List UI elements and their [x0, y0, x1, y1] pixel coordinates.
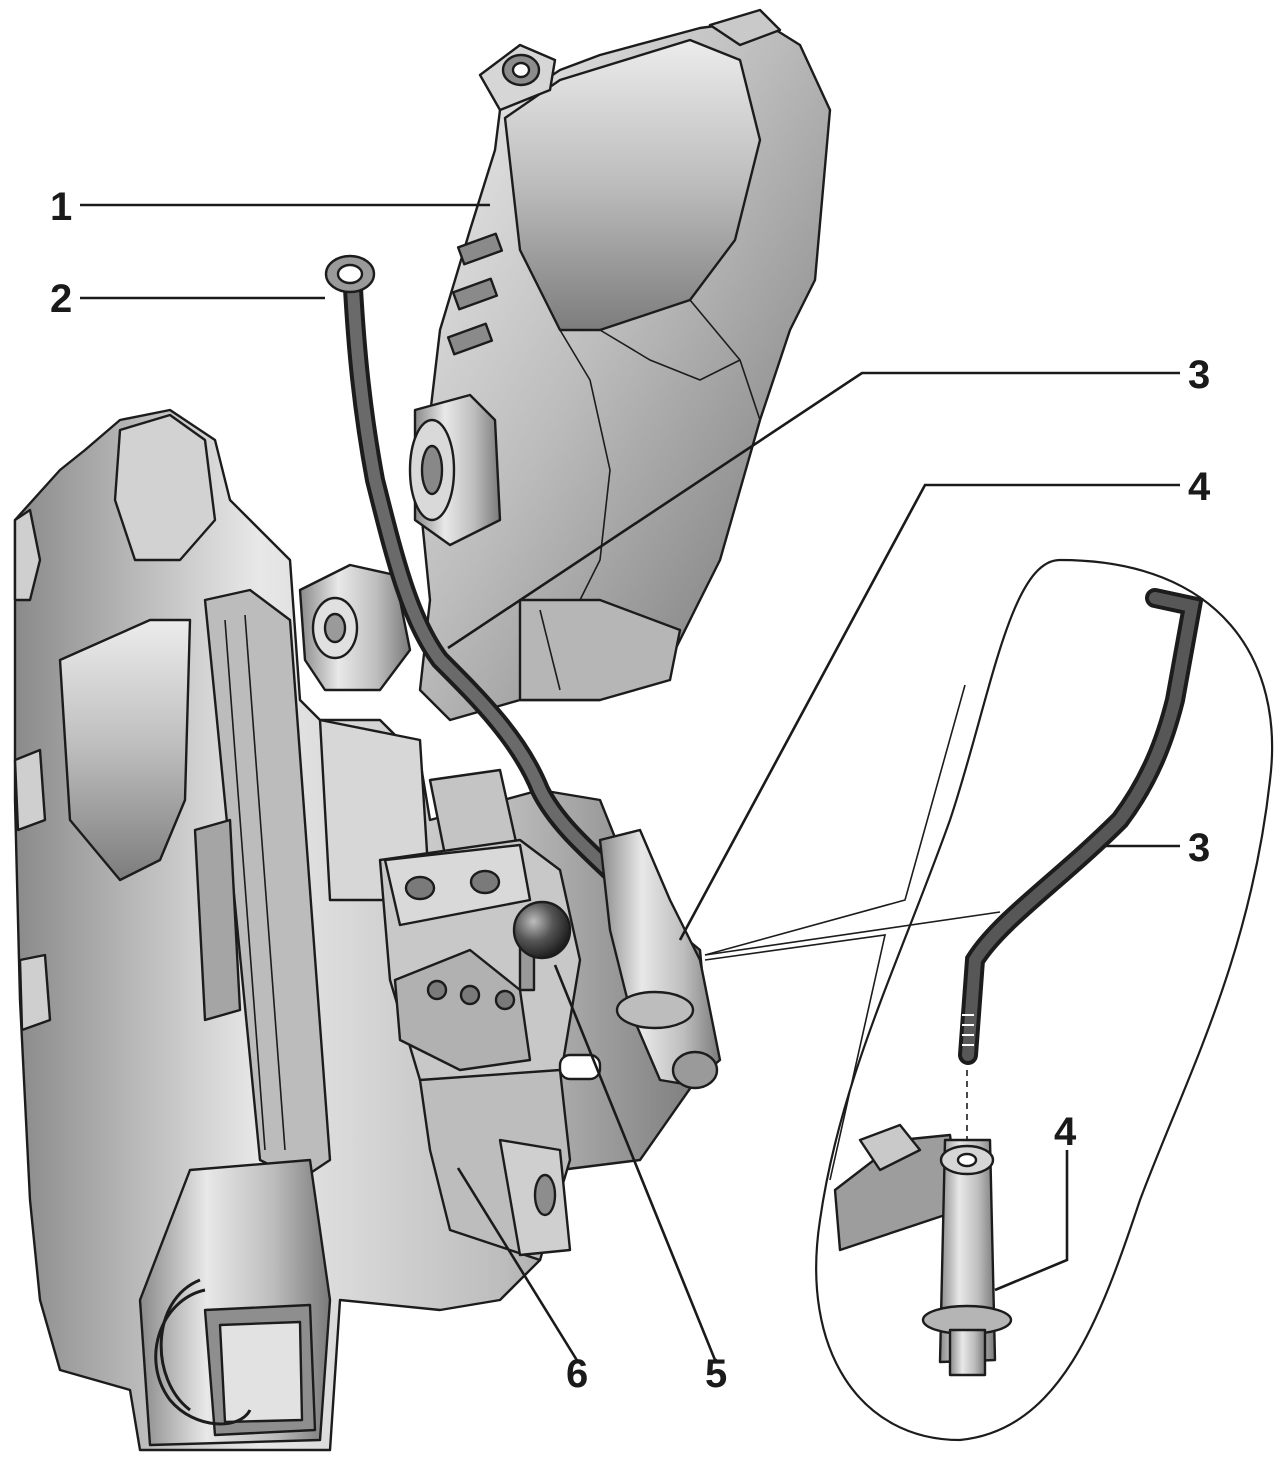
actuator-motor-housing: [408, 8, 832, 722]
callout-4-main: 4: [1188, 465, 1211, 509]
callout-labels: 1 2 3 4 3 4 5 6: [50, 185, 1211, 1396]
callout-5: 5: [705, 1352, 727, 1396]
leader-lines: [80, 203, 1180, 1363]
callout-3-main: 3: [1188, 353, 1210, 397]
callout-6: 6: [566, 1352, 588, 1396]
callout-2: 2: [50, 277, 72, 321]
callout-1: 1: [50, 185, 72, 229]
detail-inset: [815, 558, 1274, 1442]
callout-3-inset: 3: [1188, 826, 1210, 870]
rod-end-socket-main: [598, 828, 722, 1090]
ball-joint: [512, 900, 572, 992]
callout-4-inset: 4: [1054, 1110, 1077, 1154]
control-rod-main: [324, 254, 650, 910]
inset-connector-lines: [704, 684, 1001, 1181]
